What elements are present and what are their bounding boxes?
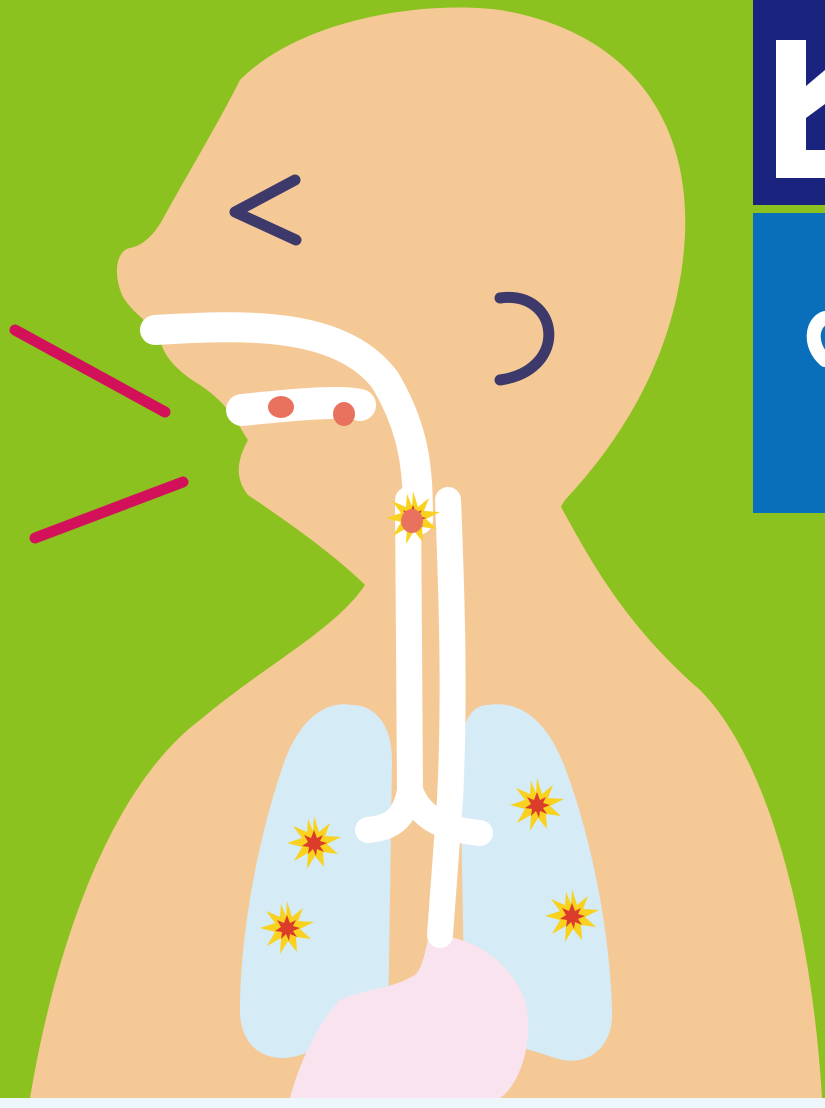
food-particle-2 — [333, 402, 355, 426]
trachea — [408, 500, 410, 790]
esophagus — [440, 500, 453, 935]
title-panel-blue — [753, 213, 825, 513]
food-particle-3 — [401, 509, 423, 533]
bottom-band — [0, 1098, 825, 1108]
food-particle-1 — [268, 396, 294, 418]
